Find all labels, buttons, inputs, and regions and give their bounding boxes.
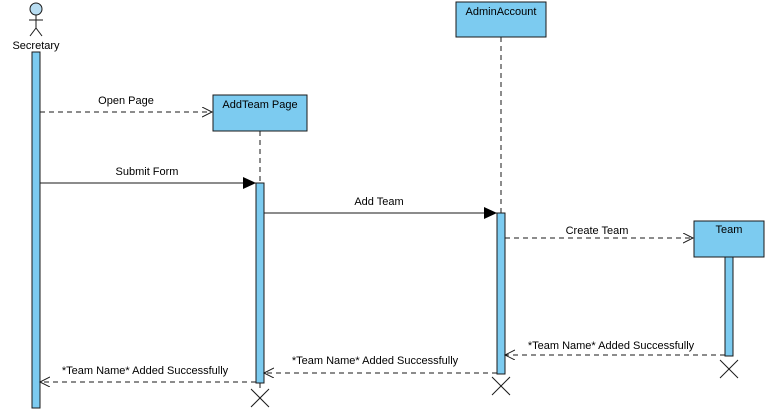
message-label: Add Team: [354, 196, 403, 208]
team-destroy-mark: [719, 359, 739, 379]
message-open-page[interactable]: Open Page: [40, 95, 212, 112]
lifeline-label: AddTeam Page: [222, 99, 297, 111]
message-label: Submit Form: [116, 166, 179, 178]
message-label: Create Team: [566, 225, 629, 237]
lifeline-box: [455, 1, 547, 38]
message-label: *Team Name* Added Successfully: [292, 355, 459, 367]
secretary-activation-bar: [31, 51, 41, 409]
message-label: *Team Name* Added Successfully: [528, 340, 695, 352]
admin-activation-bar: [496, 212, 506, 375]
message-label: Open Page: [98, 95, 154, 107]
lifeline-label: Team: [716, 224, 743, 236]
admin-destroy-mark: [491, 376, 511, 396]
team-activation-bar: [724, 256, 734, 357]
message-return-team-to-admin[interactable]: *Team Name* Added Successfully: [505, 340, 725, 355]
addteam-activation-bar: [255, 182, 265, 384]
message-add-team[interactable]: Add Team: [264, 196, 497, 219]
lifeline-label: AdminAccount: [466, 6, 537, 18]
message-return-admin-to-addteam[interactable]: *Team Name* Added Successfully: [264, 355, 497, 373]
addteam-destroy-mark: [250, 388, 270, 408]
message-return-addteam-to-secretary[interactable]: *Team Name* Added Successfully: [40, 365, 256, 382]
actor-secretary[interactable]: Secretary: [12, 2, 60, 52]
lifeline-team[interactable]: Team: [693, 220, 765, 258]
lifeline-box: [212, 94, 308, 132]
actor-icon: [29, 2, 43, 37]
actor-label: Secretary: [12, 40, 60, 52]
message-create-team[interactable]: Create Team: [505, 225, 693, 238]
message-submit-form[interactable]: Submit Form: [40, 166, 256, 189]
message-label: *Team Name* Added Successfully: [62, 365, 229, 377]
lifeline-adminaccount[interactable]: AdminAccount: [455, 1, 547, 38]
lifeline-addteam-page[interactable]: AddTeam Page: [212, 94, 308, 132]
